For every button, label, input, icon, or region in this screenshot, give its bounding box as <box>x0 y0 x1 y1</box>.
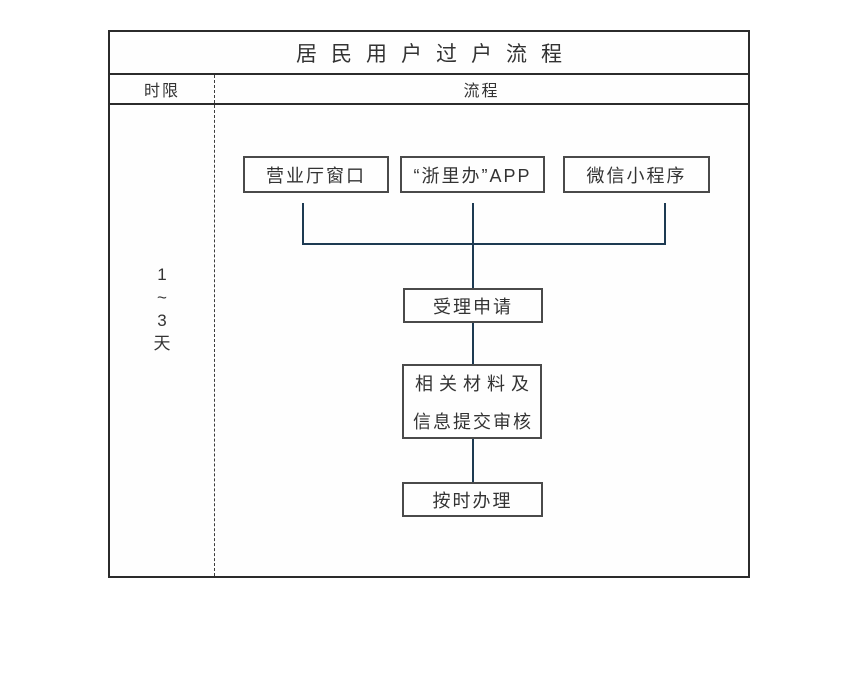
time-limit-line: 3 <box>157 310 167 330</box>
connector-merge-horizontal <box>302 243 666 245</box>
flow-node-label-line1: 相关材料及 <box>415 373 535 394</box>
flowchart-frame: 居民用户过户流程 时限 流程 1 ~ 3 天 营业厅窗口 <box>108 30 750 578</box>
time-limit-line: ~ <box>157 287 167 307</box>
flow-node-label: “浙里办”APP <box>413 165 532 186</box>
time-limit-value: 1 ~ 3 天 <box>154 263 171 355</box>
connector-drop-left <box>302 203 304 245</box>
flow-node-channel-zheliban-app: “浙里办”APP <box>400 156 545 193</box>
column-header-time: 时限 <box>143 83 180 100</box>
connector-to-accept <box>472 245 474 288</box>
column-header-process: 流程 <box>463 83 500 100</box>
time-limit-line: 天 <box>153 333 171 353</box>
flow-node-label: 按时办理 <box>432 490 513 511</box>
flow-node-process-on-time: 按时办理 <box>402 482 543 517</box>
table-header-row: 时限 流程 <box>110 75 748 105</box>
page-title: 居民用户过户流程 <box>296 42 576 66</box>
flow-node-label: 受理申请 <box>433 296 513 317</box>
flow-node-channel-hall-window: 营业厅窗口 <box>243 156 389 193</box>
table-body-row: 1 ~ 3 天 <box>110 105 748 576</box>
time-limit-cell: 1 ~ 3 天 <box>110 105 215 576</box>
flow-node-label-line2: 信息提交审核 <box>413 411 533 432</box>
flow-node-label: 微信小程序 <box>586 165 687 186</box>
flow-node-materials-review: 相关材料及 信息提交审核 <box>402 364 542 439</box>
connector-to-complete <box>472 439 474 482</box>
connector-to-review <box>472 323 474 364</box>
connector-drop-right <box>664 203 666 245</box>
flow-node-accept-application: 受理申请 <box>403 288 543 323</box>
time-limit-line: 1 <box>157 264 167 284</box>
title-row: 居民用户过户流程 <box>110 32 748 75</box>
flow-node-label: 营业厅窗口 <box>266 165 366 186</box>
column-header-time-cell: 时限 <box>110 75 215 103</box>
connector-drop-center <box>472 203 474 245</box>
column-header-process-cell: 流程 <box>215 75 748 103</box>
flowchart: 营业厅窗口 “浙里办”APP 微信小程序 受理申请 相关材料及 信息提交审核 <box>108 30 750 578</box>
flow-node-channel-wechat-miniprogram: 微信小程序 <box>563 156 710 193</box>
